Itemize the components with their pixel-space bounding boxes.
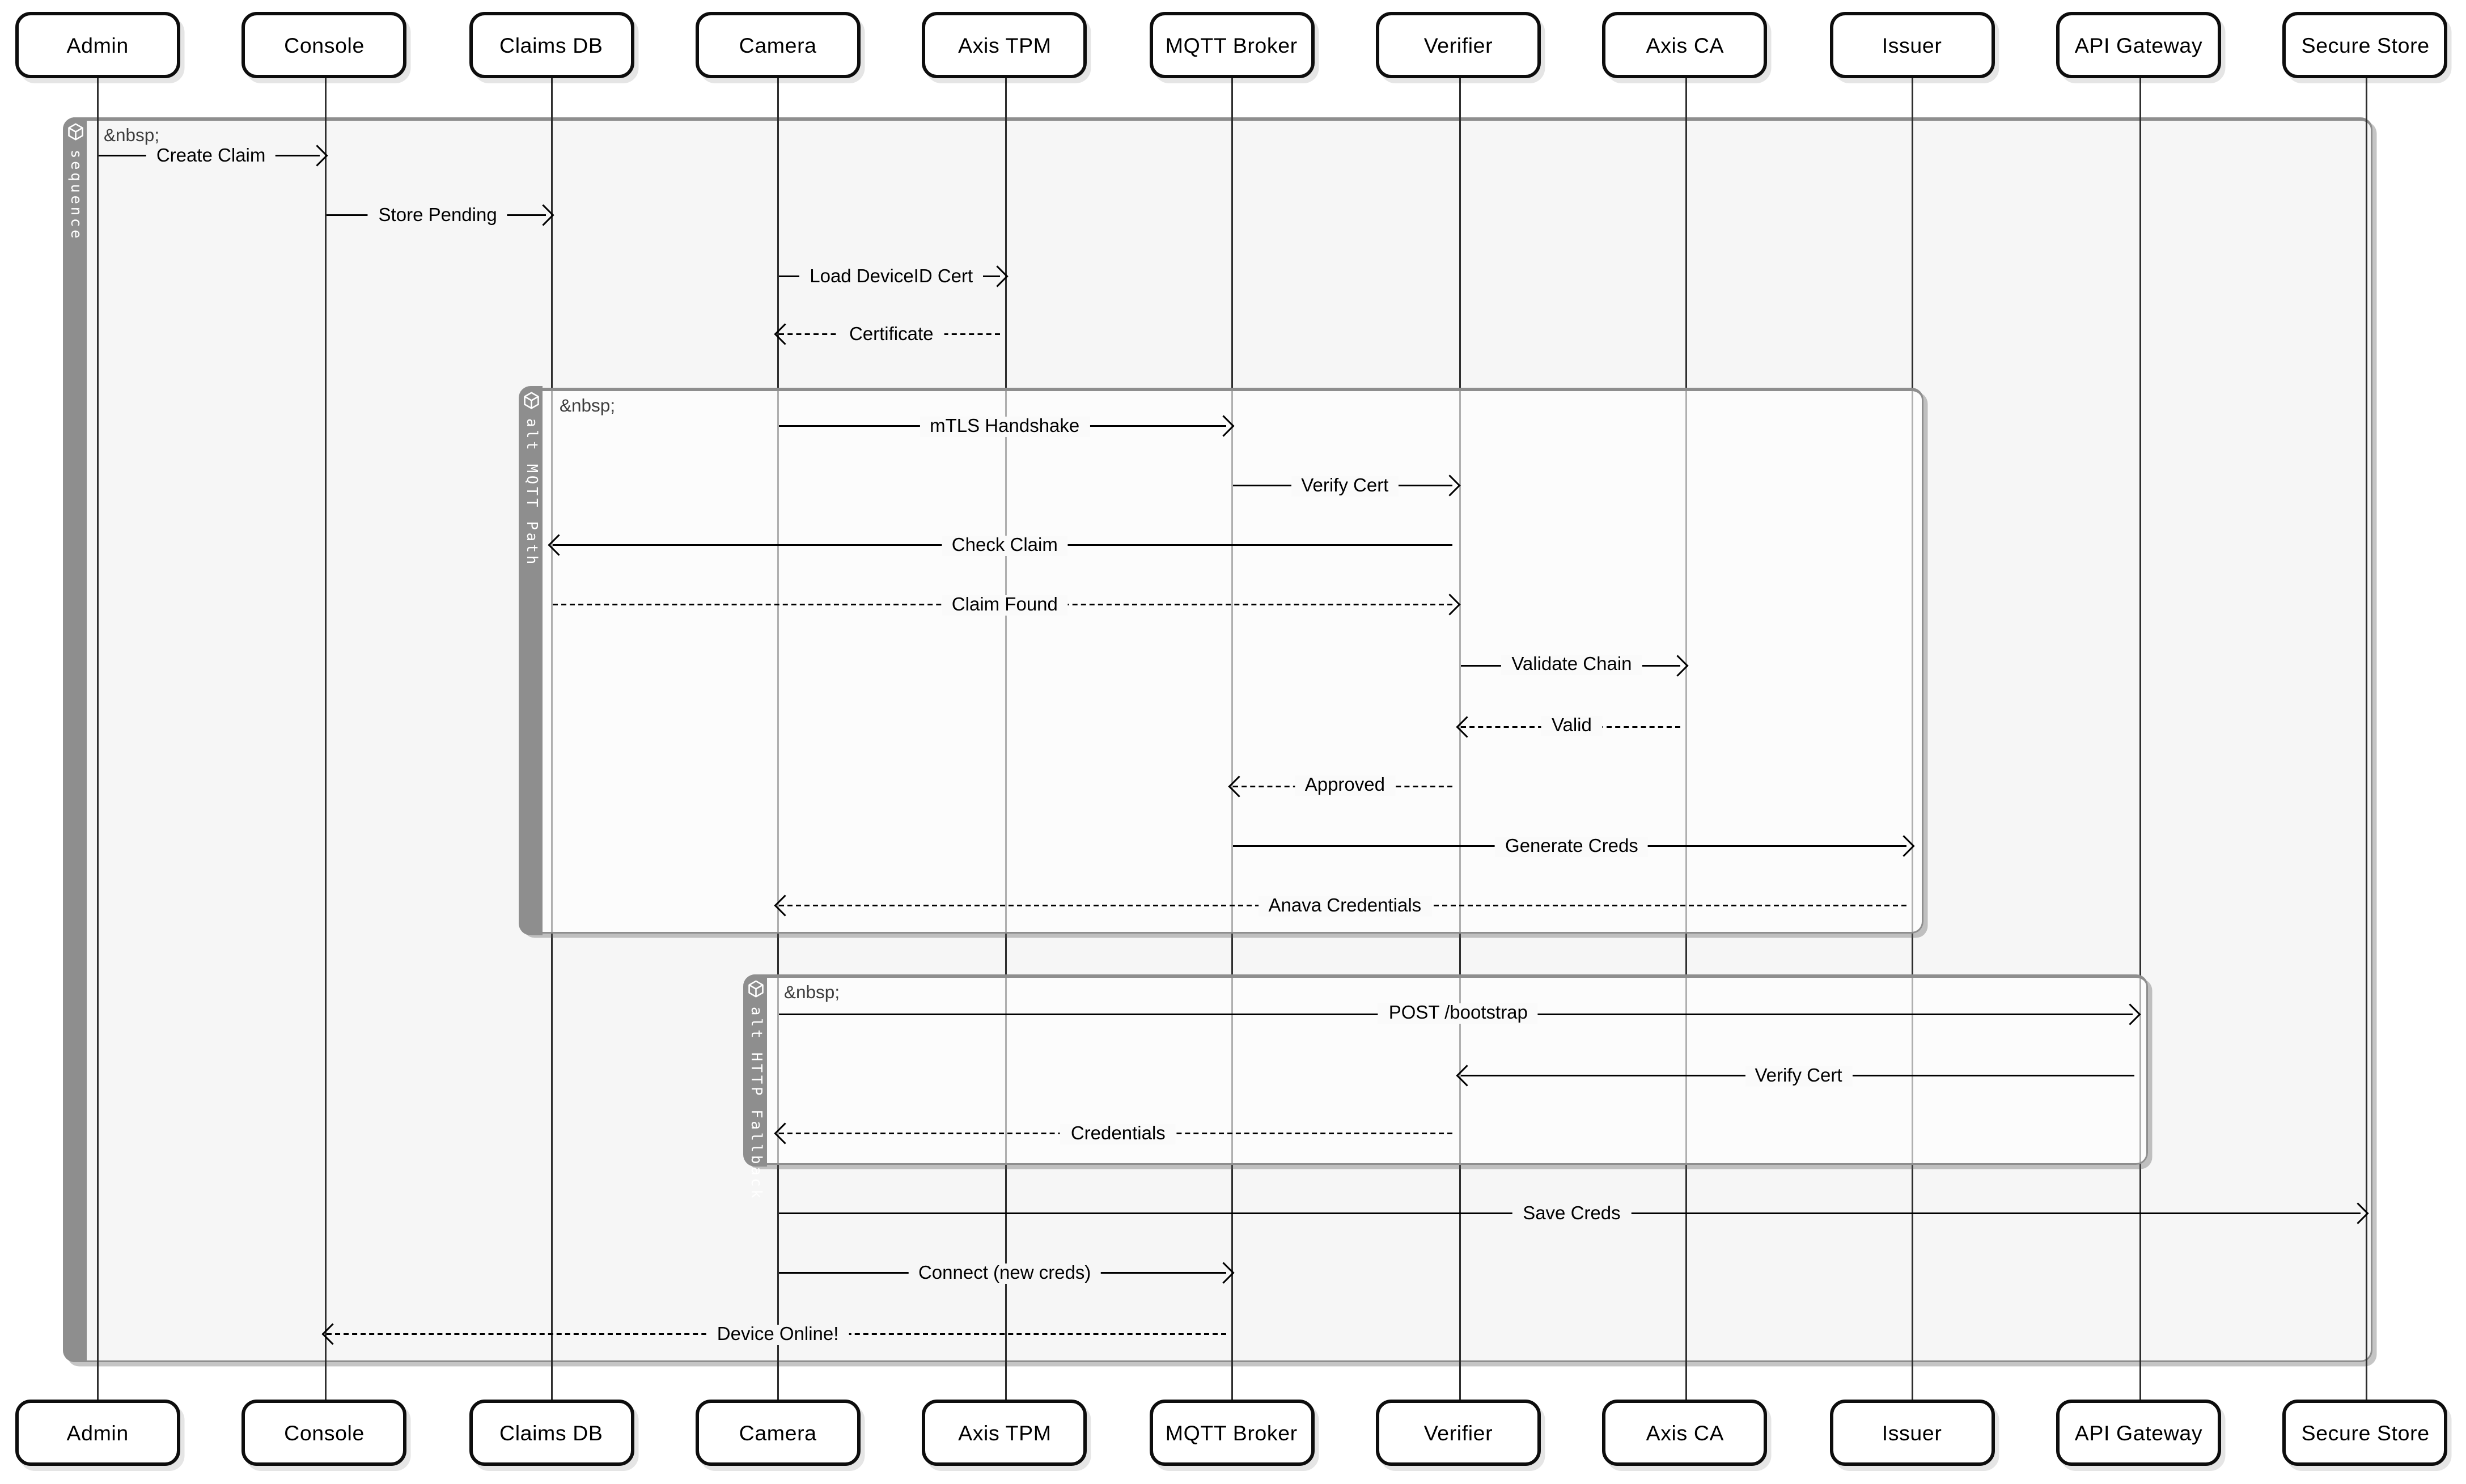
actor-box-top-camera: Camera bbox=[695, 12, 861, 78]
message-label: Load DeviceID Cert bbox=[799, 266, 984, 287]
message-label: Create Claim bbox=[146, 145, 276, 166]
message-label: Validate Chain bbox=[1501, 655, 1642, 676]
message-label: Device Online! bbox=[706, 1325, 849, 1346]
actor-box-top-console: Console bbox=[241, 12, 407, 78]
actor-box-top-claims-db: Claims DB bbox=[468, 12, 634, 78]
message-label: POST /bootstrap bbox=[1378, 1004, 1538, 1025]
package-icon bbox=[523, 392, 539, 410]
frame-label-bar-sequence: sequence bbox=[63, 117, 87, 1363]
actor-box-top-api-gateway: API Gateway bbox=[2056, 12, 2221, 78]
message-label: Anava Credentials bbox=[1258, 895, 1432, 916]
actor-label: Verifier bbox=[1423, 33, 1493, 57]
frame-corner-text: &nbsp; bbox=[784, 983, 840, 1004]
frame-label-sequence: sequence bbox=[66, 150, 83, 241]
actor-box-top-issuer: Issuer bbox=[1829, 12, 1995, 78]
frame-corner-text: &nbsp; bbox=[104, 126, 160, 147]
frame-label-alt-http-fallback: alt HTTP Fallback bbox=[747, 1007, 764, 1201]
actor-label: Axis CA bbox=[1646, 1421, 1724, 1445]
message-label: Connect (new creds) bbox=[908, 1263, 1101, 1284]
message-label: Check Claim bbox=[941, 535, 1068, 556]
message-label: Claim Found bbox=[941, 595, 1068, 616]
actor-box-top-axis-tpm: Axis TPM bbox=[922, 12, 1087, 78]
actor-label: Console bbox=[284, 1421, 365, 1445]
actor-box-bottom-issuer: Issuer bbox=[1829, 1400, 1995, 1466]
package-icon bbox=[67, 124, 83, 141]
message-label: Credentials bbox=[1060, 1123, 1176, 1144]
lifeline-api-gateway bbox=[2138, 75, 2141, 1403]
actor-box-bottom-console: Console bbox=[241, 1400, 407, 1466]
message-label: Store Pending bbox=[368, 205, 507, 226]
actor-label: Admin bbox=[66, 1421, 129, 1445]
actor-box-bottom-verifier: Verifier bbox=[1376, 1400, 1541, 1466]
lifeline-console bbox=[324, 75, 327, 1403]
actor-box-bottom-api-gateway: API Gateway bbox=[2056, 1400, 2221, 1466]
actor-label: Issuer bbox=[1882, 1421, 1942, 1445]
actor-label: Admin bbox=[66, 33, 129, 57]
lifeline-secure-store bbox=[2365, 75, 2367, 1403]
actor-label: Verifier bbox=[1423, 1421, 1493, 1445]
message-label: Approved bbox=[1294, 776, 1395, 797]
frame-label-alt-mqtt-path: alt MQTT Path bbox=[522, 418, 539, 567]
actor-box-top-secure-store: Secure Store bbox=[2283, 12, 2448, 78]
message-label: Certificate bbox=[838, 325, 944, 345]
frame-corner-text: &nbsp; bbox=[560, 395, 616, 416]
actor-label: API Gateway bbox=[2074, 33, 2203, 57]
actor-box-top-verifier: Verifier bbox=[1376, 12, 1541, 78]
actor-box-top-axis-ca: Axis CA bbox=[1602, 12, 1768, 78]
actor-box-bottom-axis-tpm: Axis TPM bbox=[922, 1400, 1087, 1466]
actor-label: Claims DB bbox=[499, 1421, 603, 1445]
actor-box-bottom-secure-store: Secure Store bbox=[2283, 1400, 2448, 1466]
actor-box-bottom-camera: Camera bbox=[695, 1400, 861, 1466]
frame-label-bar-alt-mqtt-path: alt MQTT Path bbox=[519, 386, 543, 935]
actor-box-top-mqtt-broker: MQTT Broker bbox=[1149, 12, 1314, 78]
actor-label: Camera bbox=[739, 33, 817, 57]
actor-box-top-admin: Admin bbox=[15, 12, 180, 78]
lifeline-admin bbox=[98, 75, 100, 1403]
actor-label: Secure Store bbox=[2301, 33, 2430, 57]
message-label: Verify Cert bbox=[1744, 1065, 1853, 1086]
message-label: Verify Cert bbox=[1291, 476, 1399, 497]
actor-box-bottom-mqtt-broker: MQTT Broker bbox=[1149, 1400, 1314, 1466]
frame-alt-mqtt-path: alt MQTT Path&nbsp; bbox=[519, 386, 1923, 935]
frame-label-bar-alt-http-fallback: alt HTTP Fallback bbox=[743, 974, 767, 1201]
message-label: Save Creds bbox=[1512, 1203, 1631, 1224]
actor-label: Console bbox=[284, 33, 365, 57]
actor-box-bottom-admin: Admin bbox=[15, 1400, 180, 1466]
actor-label: Issuer bbox=[1882, 33, 1942, 57]
actor-label: Axis TPM bbox=[958, 1421, 1052, 1445]
message-label: mTLS Handshake bbox=[920, 415, 1090, 436]
message-label: Valid bbox=[1541, 716, 1602, 737]
actor-label: MQTT Broker bbox=[1165, 33, 1298, 57]
actor-box-bottom-axis-ca: Axis CA bbox=[1602, 1400, 1768, 1466]
package-icon bbox=[747, 980, 763, 998]
actor-label: API Gateway bbox=[2074, 1421, 2203, 1445]
actor-box-bottom-claims-db: Claims DB bbox=[468, 1400, 634, 1466]
actor-label: MQTT Broker bbox=[1165, 1421, 1298, 1445]
message-label: Generate Creds bbox=[1495, 836, 1649, 857]
actor-label: Axis TPM bbox=[958, 33, 1052, 57]
actor-label: Secure Store bbox=[2301, 1421, 2430, 1445]
actor-label: Claims DB bbox=[499, 33, 603, 57]
actor-label: Axis CA bbox=[1646, 33, 1724, 57]
actor-label: Camera bbox=[739, 1421, 817, 1445]
